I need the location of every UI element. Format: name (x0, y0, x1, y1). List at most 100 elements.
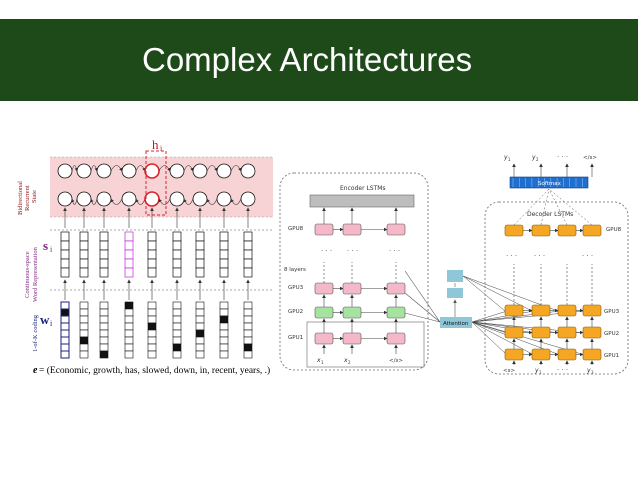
decoder-lstm-cell (531, 348, 551, 361)
svg-text:Word Representation: Word Representation (32, 246, 39, 302)
svg-text:· · ·: · · · (506, 252, 517, 260)
one-hot-cell (172, 343, 182, 352)
decoder-softmax-link (540, 188, 550, 226)
representation-cell (99, 231, 109, 242)
representation-cell (219, 258, 229, 269)
forward-arrow (71, 165, 79, 172)
representation-cell (219, 267, 229, 278)
svg-text:y: y (586, 367, 591, 374)
representation-cell (79, 258, 89, 269)
backward-arrow (70, 198, 78, 205)
one-hot-cell (147, 350, 157, 359)
forward-state-circle (76, 163, 92, 179)
one-hot-cell (219, 350, 229, 359)
decoder-lstm-cell (557, 224, 577, 237)
encoder-lstm-cell (386, 332, 406, 345)
attention-output-line (471, 310, 508, 323)
one-hot-cell (147, 343, 157, 352)
attention-output-line (471, 321, 508, 356)
encoder-header-bar (309, 194, 415, 208)
representation-cell (172, 258, 182, 269)
svg-text:State: State (31, 190, 38, 203)
backward-arrow (230, 198, 242, 205)
encoder-lstm-cell (386, 282, 406, 295)
one-hot-cell (219, 322, 229, 331)
one-hot-cell (79, 315, 89, 324)
one-hot-cell (195, 350, 205, 359)
backward-arrow (183, 198, 194, 205)
one-hot-cell (219, 308, 229, 317)
one-hot-cell (60, 315, 70, 324)
one-hot-cell (124, 329, 134, 338)
decoder-lstm-cell (557, 304, 577, 317)
svg-text:y: y (534, 367, 539, 374)
decoder-softmax-link (513, 188, 550, 226)
encoder-gpu1: GPU1 (288, 335, 303, 341)
representation-cell (79, 267, 89, 278)
backward-state-circle (169, 191, 185, 207)
representation-cell (172, 240, 182, 251)
representation-cell (243, 249, 253, 260)
forward-state-circle (144, 163, 160, 179)
attention-vector-1 (447, 270, 463, 282)
one-hot-cell (99, 343, 109, 352)
one-hot-cell (79, 322, 89, 331)
representation-cell (60, 258, 70, 269)
one-hot-cell (99, 350, 109, 359)
representation-cell (60, 231, 70, 242)
encoder-lstm-cell (314, 223, 334, 236)
representation-cell (195, 258, 205, 269)
representation-cell (99, 240, 109, 251)
one-hot-cell (124, 322, 134, 331)
one-hot-cell (124, 343, 134, 352)
one-hot-cell (60, 329, 70, 338)
encoder-layers-label: 8 layers (284, 267, 306, 273)
decoder-gpu2: GPU2 (604, 331, 619, 337)
one-hot-cell (243, 350, 253, 359)
representation-cell (60, 240, 70, 251)
svg-text:1: 1 (539, 370, 542, 375)
encoder-lower-box (306, 321, 425, 368)
representation-cell (147, 249, 157, 260)
one-hot-cell (195, 322, 205, 331)
forward-arrow (158, 165, 171, 172)
forward-state-circle (192, 163, 208, 179)
backward-state-circle (121, 191, 137, 207)
encoder-gpu2: GPU2 (288, 309, 303, 315)
encoder-lstm-cell (342, 223, 362, 236)
decoder-lstm-cell (582, 224, 602, 237)
encoder-dots-3: · · · (389, 247, 400, 255)
one-hot-cell (79, 336, 89, 345)
column-grid (50, 156, 273, 359)
one-hot-cell (124, 350, 134, 359)
one-hot-cell (243, 308, 253, 317)
hi-label: h (152, 137, 159, 152)
svg-text:1: 1 (508, 157, 511, 162)
svg-text:Recurrent: Recurrent (24, 185, 31, 211)
representation-cell (195, 231, 205, 242)
encoder-header: Encoder LSTMs (340, 185, 386, 192)
one-hot-cell (219, 329, 229, 338)
one-hot-cell (243, 315, 253, 324)
svg-text:· · ·: · · · (557, 153, 568, 161)
decoder-lstm-cell (531, 224, 551, 237)
encoder-dots-1: · · · (321, 247, 332, 255)
one-hot-cell (147, 301, 157, 310)
svg-text:<s>: <s> (503, 368, 515, 374)
continuous-side-label: Continuous-space Word Representation (24, 246, 39, 302)
one-hot-cell (219, 336, 229, 345)
one-hot-cell (195, 336, 205, 345)
decoder-lstm-cell (582, 304, 602, 317)
one-hot-cell (195, 329, 205, 338)
decoder-lstm-cell (531, 326, 551, 339)
one-hot-cell (147, 322, 157, 331)
one-hot-cell (124, 336, 134, 345)
representation-cell (219, 240, 229, 251)
one-hot-cell (172, 301, 182, 310)
encoder-lstm-cell (342, 332, 362, 345)
representation-cell (147, 258, 157, 269)
forward-arrow (230, 165, 242, 172)
decoder-lstm-figure: Softmax Decoder LSTMs GPU8 GPU3 GPU2 GPU… (484, 153, 629, 375)
decoder-lstm-cell (504, 304, 524, 317)
